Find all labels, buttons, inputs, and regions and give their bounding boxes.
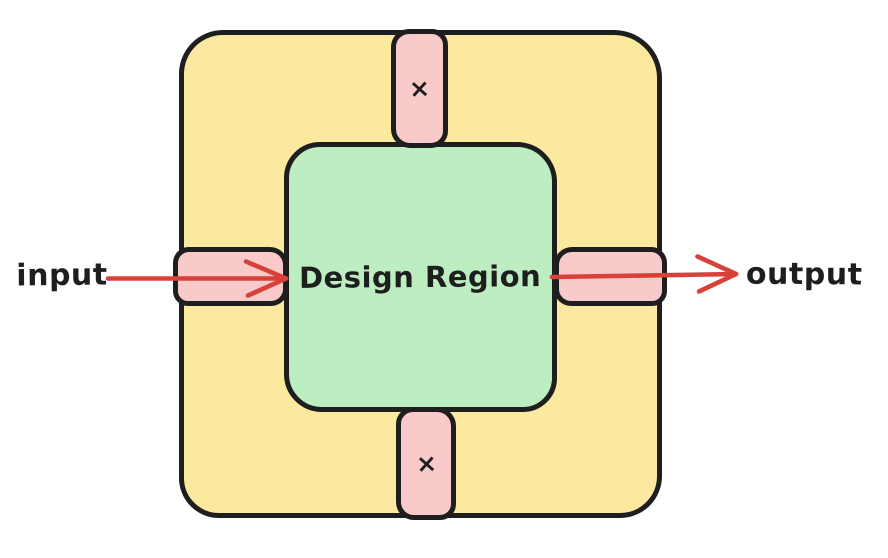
port-left-input [173, 247, 288, 306]
output-label: output [745, 256, 863, 293]
port-right-output [554, 247, 667, 306]
design-region-box: Design Region [284, 142, 557, 412]
port-top-x-marker: × [408, 73, 431, 104]
input-label: input [16, 257, 108, 294]
port-bottom: × [396, 407, 456, 520]
port-bottom-x-marker: × [414, 448, 438, 479]
design-region-label: Design Region [299, 259, 542, 295]
port-top: × [391, 29, 448, 148]
